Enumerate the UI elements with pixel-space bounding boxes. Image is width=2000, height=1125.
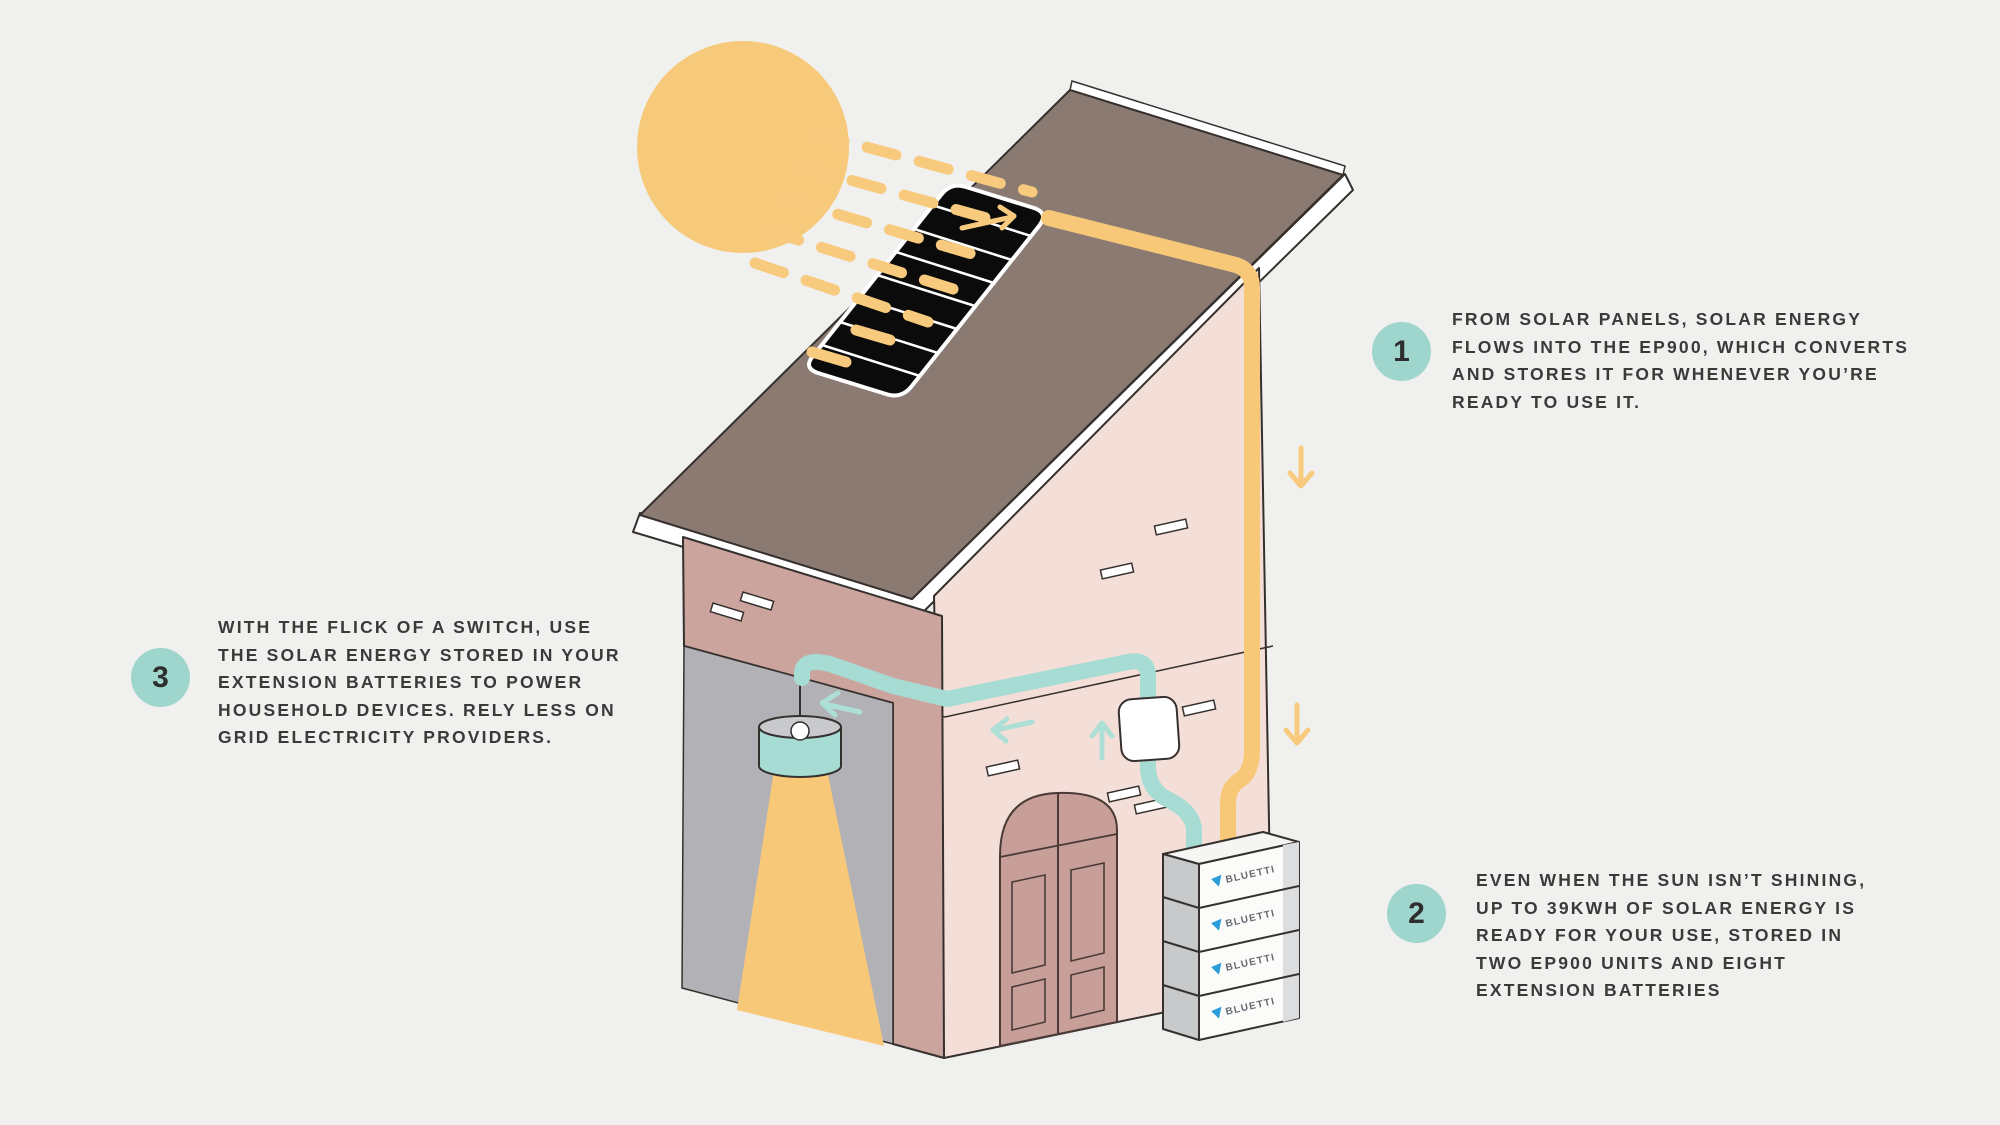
- brand-triangle-icon: [1211, 962, 1222, 975]
- yellow-wire: [1041, 210, 1260, 860]
- door: [999, 791, 1118, 1047]
- sun-rays: [749, 127, 1038, 328]
- left-arrow-icon: [990, 716, 1035, 744]
- step-badge-3: 3: [131, 648, 190, 707]
- callout-3-text: WITH THE FLICK OF A SWITCH, USE THE SOLA…: [218, 617, 621, 747]
- panel-ray-dashes: [806, 324, 896, 368]
- up-arrow-icon: [1089, 720, 1115, 761]
- step-badge-2: 2: [1387, 884, 1446, 943]
- brand-triangle-icon: [1211, 1006, 1222, 1019]
- step-number: 3: [152, 660, 169, 694]
- brand-triangle-icon: [1211, 874, 1222, 887]
- lamp-icon: [758, 715, 842, 778]
- light-beam: [737, 770, 884, 1046]
- door-panel: [1011, 874, 1046, 975]
- down-arrow-icon: [1287, 445, 1315, 489]
- step-badge-1: 1: [1372, 322, 1431, 381]
- teal-wire: [794, 653, 1202, 860]
- switch-box: [1117, 695, 1181, 763]
- callout-2-text: EVEN WHEN THE SUN ISN’T SHINING, UP TO 3…: [1476, 870, 1867, 1000]
- roof: [639, 89, 1344, 600]
- callout-1-text: FROM SOLAR PANELS, SOLAR ENERGY FLOWS IN…: [1452, 309, 1910, 412]
- step-number: 1: [1393, 334, 1410, 368]
- door-panel: [1070, 965, 1105, 1020]
- door-panel: [1070, 862, 1105, 963]
- brand-triangle-icon: [1211, 918, 1222, 931]
- lamp-bulb: [790, 721, 810, 741]
- left-arrow-icon: [819, 690, 863, 718]
- step-number: 2: [1408, 896, 1425, 930]
- door-panel: [1011, 977, 1046, 1032]
- battery-stack: BLUETTI BLUETTI BLUETTI BLUETTI: [1162, 831, 1300, 1041]
- sun-icon: [637, 41, 849, 253]
- battery-unit-dividers: [1162, 885, 1300, 997]
- down-arrow-icon: [1283, 702, 1311, 746]
